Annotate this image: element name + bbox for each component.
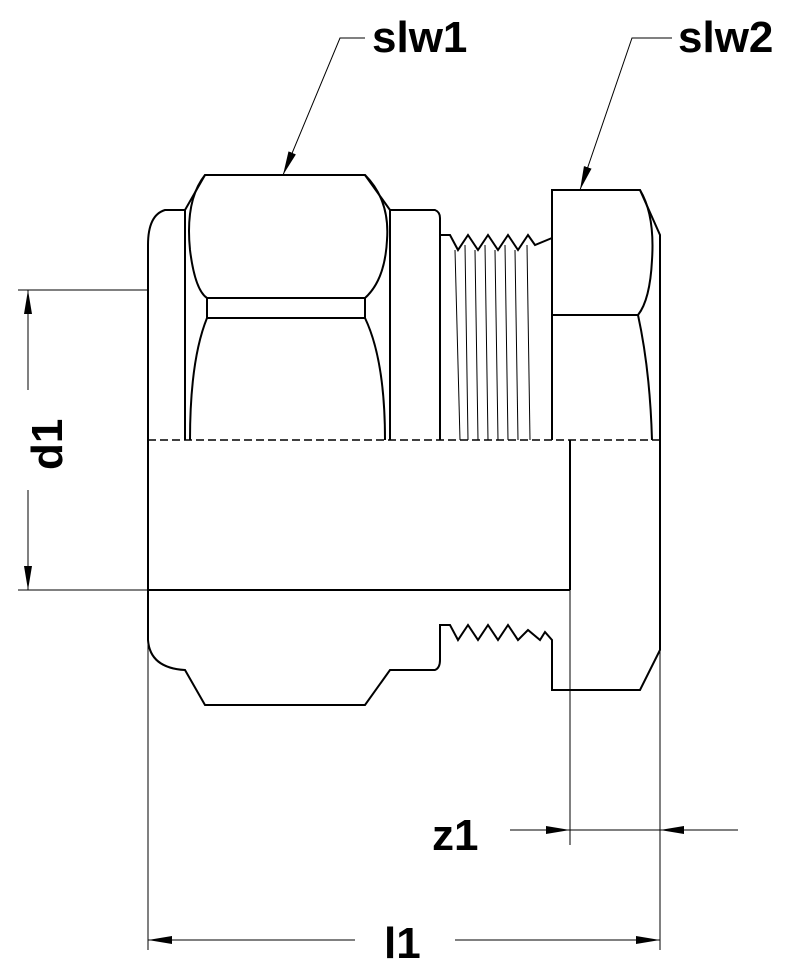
z1-dimension: z1 — [432, 590, 738, 860]
z1-label: z1 — [432, 811, 478, 860]
slw1-callout: slw1 — [282, 13, 467, 176]
d1-label: d1 — [23, 419, 72, 470]
slw2-callout: slw2 — [579, 13, 773, 191]
l1-dimension: l1 — [147, 640, 661, 968]
d1-dimension: d1 — [18, 289, 148, 591]
l1-label: l1 — [384, 919, 421, 968]
slw1-label: slw1 — [372, 13, 467, 62]
upper-body-outline — [147, 174, 661, 441]
lower-body-outline — [147, 440, 661, 706]
slw2-label: slw2 — [678, 13, 773, 62]
